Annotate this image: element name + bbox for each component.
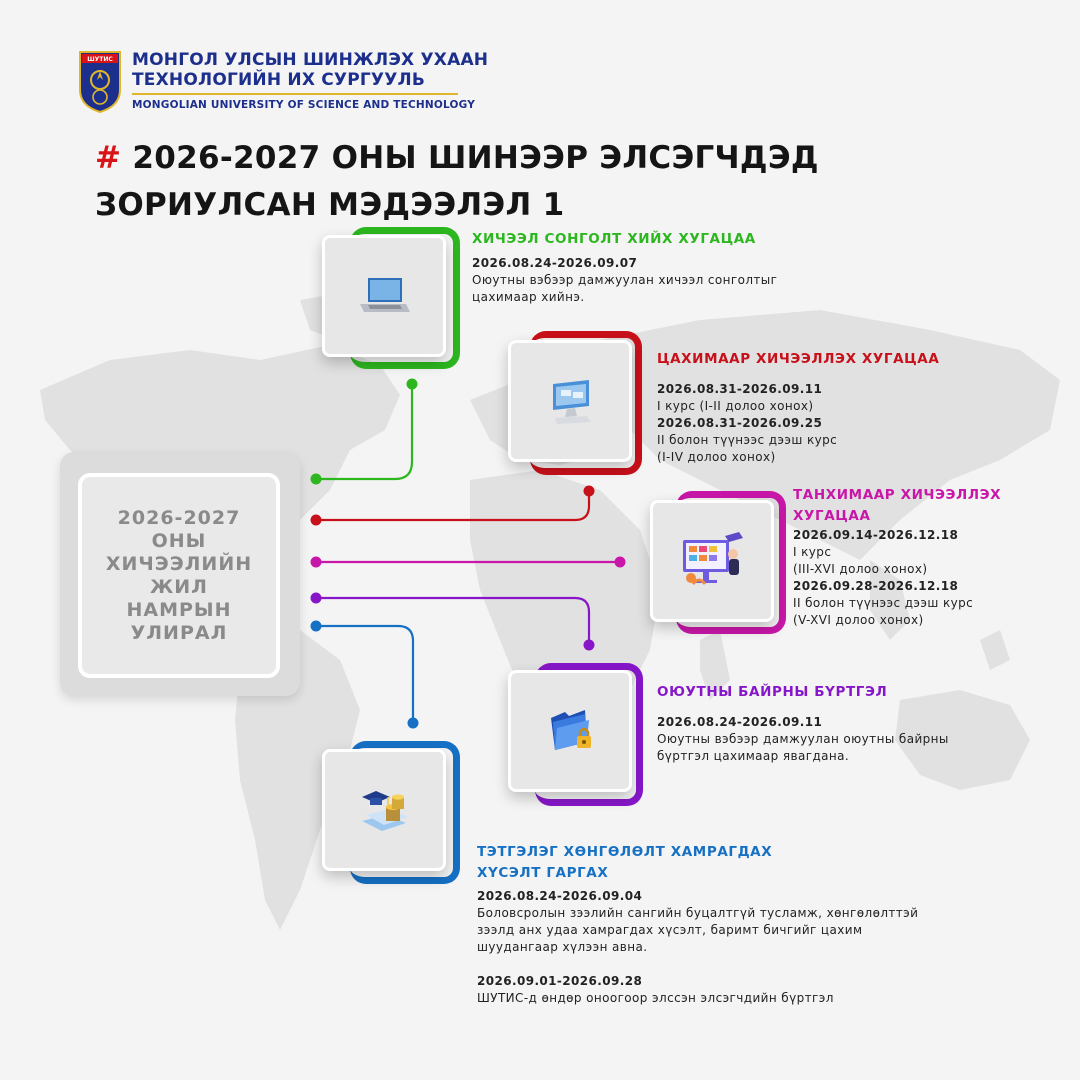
online-classes-card	[508, 340, 632, 462]
logo-text: ШУТИС	[87, 56, 113, 63]
dormitory-card	[508, 670, 632, 792]
semester-label: 2026-2027 ОНЫ ХИЧЭЭЛИЙН ЖИЛ НАМРЫН УЛИРА…	[105, 506, 253, 644]
online-classes-frame	[530, 331, 642, 475]
scholarship-title: ТЭТГЭЛЭГ ХӨНГӨЛӨЛТ ХАМРАГДАХ ХҮСЭЛТ ГАРГ…	[477, 844, 773, 881]
classroom-details: 2026.09.14-2026.12.18 I курс (III-XVI до…	[793, 528, 974, 627]
spacer	[477, 956, 918, 973]
scholarship-coins-icon	[362, 791, 408, 831]
hash-mark: #	[95, 140, 122, 176]
page-title: # 2026-2027 ОНЫ ШИНЭЭР ЭЛСЭГЧДЭД ЗОРИУЛС…	[95, 140, 819, 223]
laptop-icon	[360, 278, 410, 312]
center-card: 2026-2027 ОНЫ ХИЧЭЭЛИЙН ЖИЛ НАМРЫН УЛИРА…	[78, 473, 280, 678]
university-name-mn: МОНГОЛ УЛСЫН ШИНЖЛЭХ УХААН ТЕХНОЛОГИЙН И…	[132, 50, 489, 90]
dormitory-details: 2026.08.24-2026.09.11 Оюутны вэбээр дамж…	[657, 715, 949, 763]
header-divider	[132, 93, 458, 95]
classroom-title: ТАНХИМААР ХИЧЭЭЛЛЭХ ХУГАЦАА	[793, 487, 1002, 524]
online-learning-icon	[683, 532, 743, 585]
classroom-frame	[676, 491, 786, 634]
course-selection-card	[322, 235, 446, 357]
course-selection-details: 2026.08.24-2026.09.07 Оюутны вэбээр дамж…	[472, 256, 778, 304]
secure-folder-icon	[551, 710, 591, 750]
scholarship-card	[322, 749, 446, 871]
online-classes-title: ЦАХИМААР ХИЧЭЭЛЛЭХ ХУГАЦАА	[657, 351, 940, 367]
university-logo-icon: ШУТИС	[79, 51, 121, 114]
university-name-en: MONGOLIAN UNIVERSITY OF SCIENCE AND TECH…	[132, 99, 476, 111]
scholarship-frame	[350, 741, 460, 884]
scholarship-details: 2026.08.24-2026.09.04 Боловсролын зээлий…	[477, 889, 919, 1005]
classroom-card	[650, 500, 774, 622]
computer-monitor-icon	[553, 380, 591, 424]
course-selection-frame	[350, 227, 460, 369]
online-classes-details: 2026.08.31-2026.09.11 I курс (I-II долоо…	[657, 382, 838, 464]
dormitory-frame	[535, 663, 643, 806]
course-selection-title: ХИЧЭЭЛ СОНГОЛТ ХИЙХ ХУГАЦАА	[472, 231, 756, 247]
dormitory-title: ОЮУТНЫ БАЙРНЫ БҮРТГЭЛ	[657, 684, 888, 700]
